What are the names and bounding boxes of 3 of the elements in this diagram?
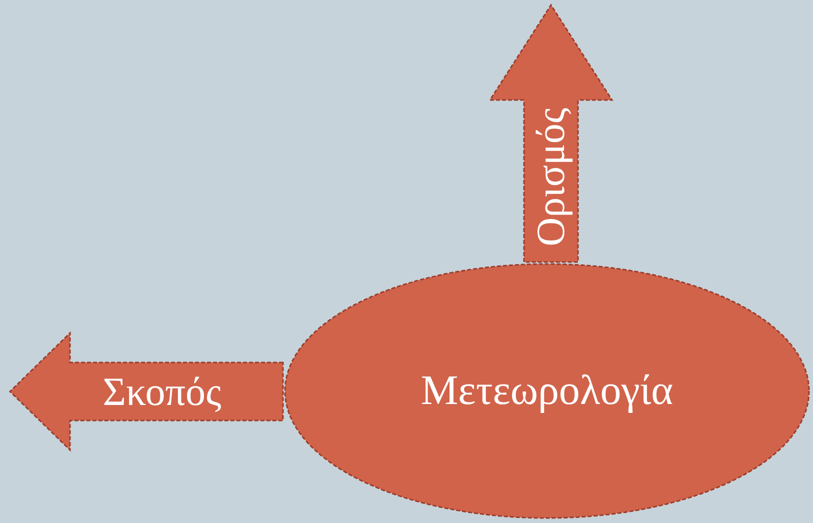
node-label: Μετεωρολογία (420, 370, 674, 412)
node-label: Ορισμός (531, 108, 571, 246)
node-label: Σκοπός (102, 372, 222, 412)
